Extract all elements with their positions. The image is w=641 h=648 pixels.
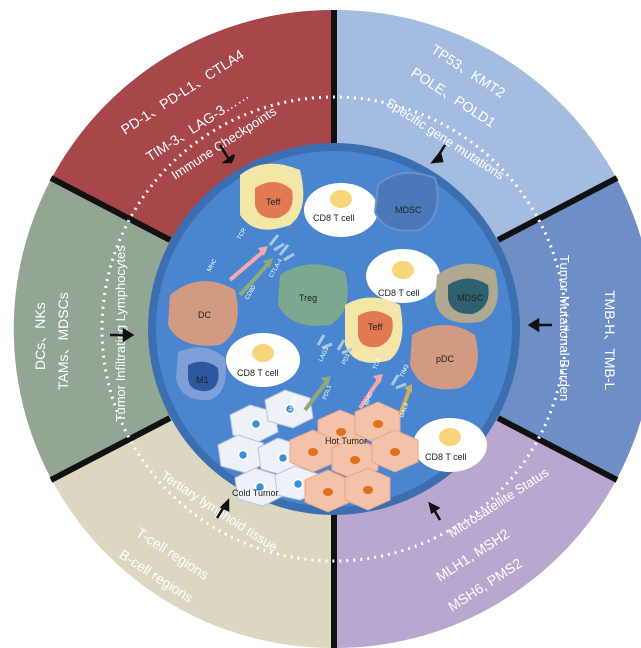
arrow-icon <box>430 144 447 164</box>
dotted-ring <box>100 95 568 563</box>
hot-tumor: Hot Tumor <box>289 401 419 513</box>
cd8-cell-2: CD8 T cell <box>366 249 440 303</box>
teff-mid-label: Teff <box>368 322 383 332</box>
dc-label: DC <box>198 310 211 320</box>
teff-top-label: Teff <box>266 197 281 207</box>
pdc-label: pDC <box>436 354 455 364</box>
cold-tumor: Cold Tumor <box>217 389 321 507</box>
tcr-top-label: TCR <box>237 227 249 241</box>
m1-cell: M1 <box>176 347 226 401</box>
m1-label: M1 <box>196 375 209 385</box>
cd80-ctla4-arrow <box>238 260 272 297</box>
mhc-mid-label: MHC <box>364 391 375 407</box>
til-line2: TAMs、MDSCs <box>55 292 71 390</box>
cd8-3-label: CD8 T cell <box>237 368 279 378</box>
mdsc-top-label: MDSC <box>395 205 422 215</box>
arrows <box>110 144 552 521</box>
tim3-label: TIM3 <box>399 363 410 379</box>
treg-label: Treg <box>299 293 317 303</box>
mhc-arrow-mid <box>358 376 382 410</box>
mhc-tcr-arrow-top <box>228 248 267 282</box>
cd8-cell-3: CD8 T cell <box>226 333 300 387</box>
tmb-line1: TMB-H、TMB-L <box>602 290 618 391</box>
tmb-label: Tumor Mutational Burden <box>557 255 572 401</box>
cd8-1-label: CD8 T cell <box>313 213 355 223</box>
treg-cell: Treg <box>278 264 348 326</box>
mdsc-cell-top: MDSC <box>373 171 439 232</box>
arrow-icon <box>527 317 552 333</box>
teff-cell-mid: Teff <box>345 297 403 363</box>
til-label: Tumor Infiltrating Lymphocytes <box>113 245 128 422</box>
mhcii-label: MHCII <box>288 394 300 412</box>
arrow-icon <box>215 497 230 519</box>
hot-tumor-label: Hot Tumor <box>325 436 367 446</box>
gal9-label: GAL9 <box>399 402 410 419</box>
pdc-cell: pDC <box>410 325 478 390</box>
dc-cell: DC <box>168 281 238 346</box>
teff-cell-top: Teff <box>240 163 304 230</box>
cd8-cell-1: CD8 T cell <box>304 183 378 237</box>
arrow-icon <box>428 501 442 521</box>
receptor-forks-top <box>268 234 295 262</box>
cd8-cell-4: CD8 T cell <box>413 418 487 472</box>
mdsc-cell-right: MDSC <box>435 263 498 324</box>
tcr-mid-label: TCR <box>372 357 383 371</box>
pdl1-label: PDL1 <box>322 384 333 401</box>
receptor-forks-mid <box>316 334 407 390</box>
cells: Teff CD8 T cell MDSC DC Treg CD8 T cell <box>168 163 498 513</box>
til-line1: DCs、NKs <box>32 302 48 370</box>
pd1-label: PD1 <box>341 352 352 366</box>
arrow-icon <box>218 144 236 164</box>
cold-tumor-label: Cold Tumor <box>232 488 279 498</box>
cd8-2-label: CD8 T cell <box>378 288 420 298</box>
mdsc-right-label: MDSC <box>457 293 484 303</box>
arrow-icon <box>110 327 135 343</box>
segment-dividers <box>49 10 619 648</box>
cd8-4-label: CD8 T cell <box>425 452 467 462</box>
gal9-arrow <box>398 387 412 416</box>
mhcii-arrow <box>303 378 330 412</box>
